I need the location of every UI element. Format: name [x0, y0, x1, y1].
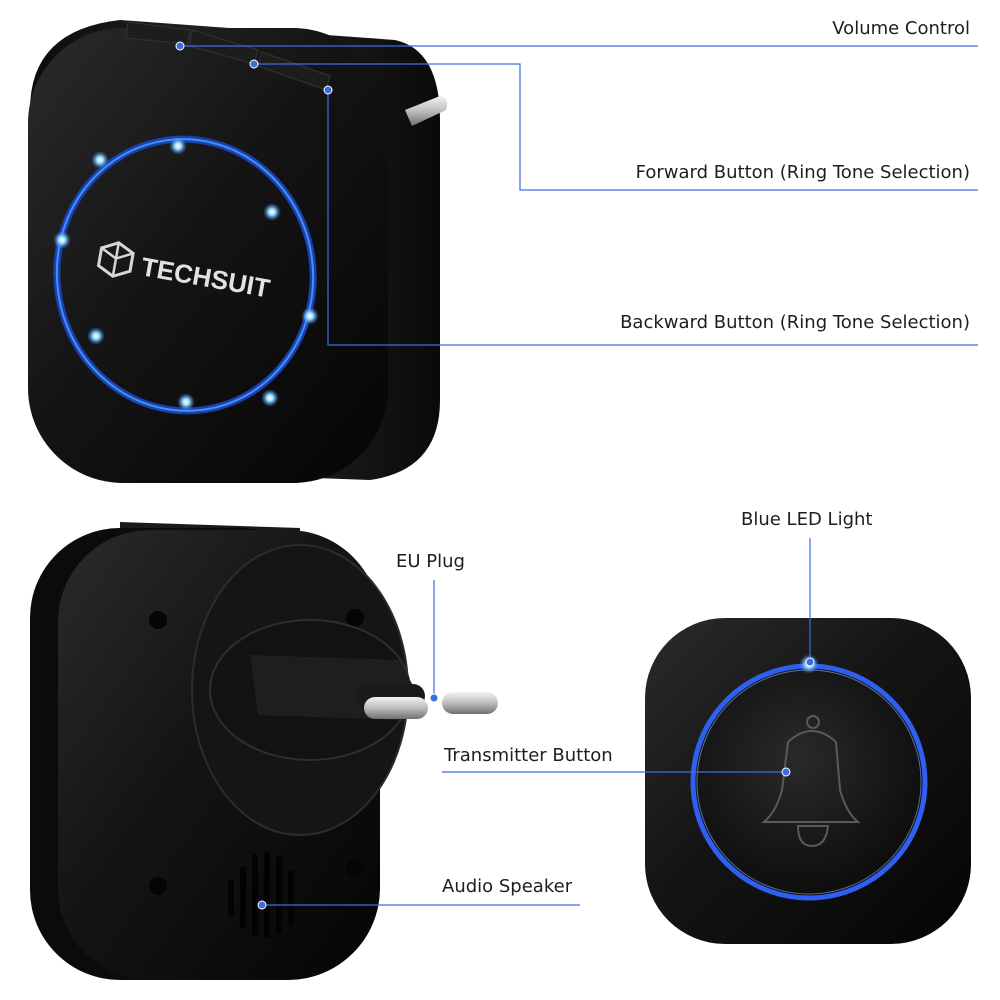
leader-lines — [175, 41, 978, 910]
receiver-plug-pin — [405, 96, 448, 126]
label-eu-plug: EU Plug — [396, 551, 465, 572]
techsuit-logo-icon — [96, 241, 135, 278]
label-blue-led-light: Blue LED Light — [741, 509, 873, 530]
top-buttons — [125, 21, 331, 91]
label-audio-speaker: Audio Speaker — [442, 876, 573, 897]
eu-plug — [209, 619, 498, 761]
label-volume-control: Volume Control — [832, 18, 970, 39]
label-backward-button: Backward Button (Ring Tone Selection) — [620, 312, 970, 333]
bell-icon — [761, 715, 861, 848]
label-forward-button: Forward Button (Ring Tone Selection) — [635, 162, 970, 183]
label-transmitter-button: Transmitter Button — [444, 745, 613, 766]
receiver-front: TECHSUIT — [28, 20, 448, 483]
receiver-back — [30, 522, 498, 980]
speaker-grille — [228, 852, 294, 938]
receiver-led-ring — [53, 135, 319, 415]
transmitter — [645, 618, 971, 944]
